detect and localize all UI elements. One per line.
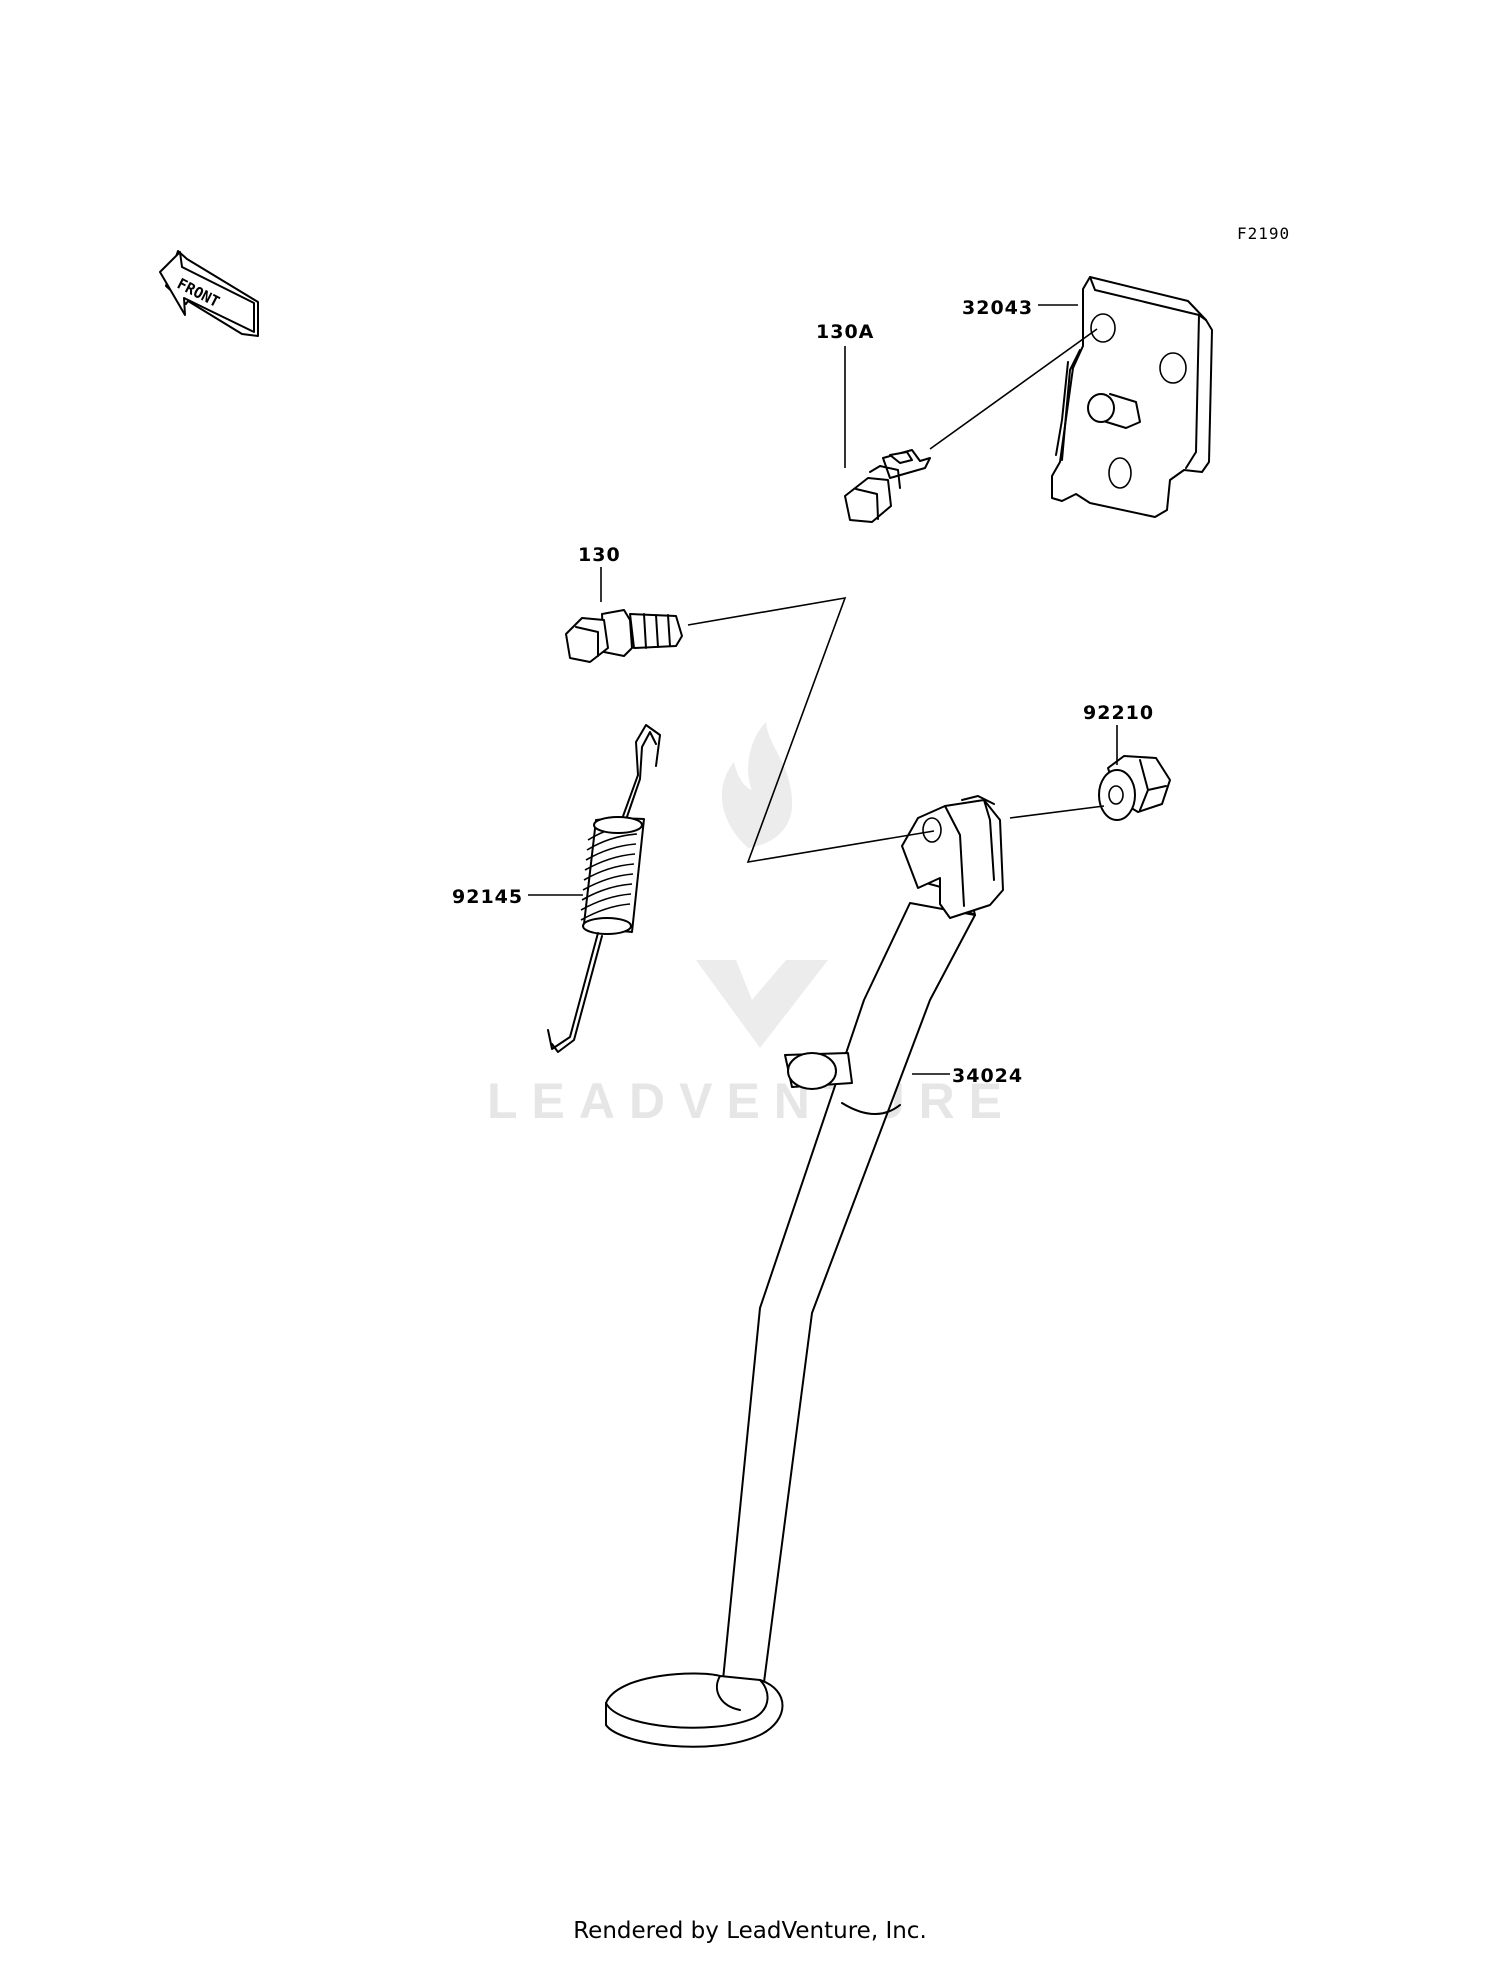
part-label-130a: 130A <box>816 321 874 343</box>
part-label-130: 130 <box>578 544 621 566</box>
spring-92145 <box>547 724 661 1053</box>
part-label-92145: 92145 <box>452 886 523 908</box>
front-arrow-icon: FRONT <box>159 250 259 337</box>
bracket-32043 <box>1051 276 1213 518</box>
figure-code: F2190 <box>1237 224 1290 243</box>
watermark-text: LEADVENTURE <box>487 1073 1016 1129</box>
nut-92210 <box>1098 755 1171 821</box>
footer-credit: Rendered by LeadVenture, Inc. <box>573 1918 927 1944</box>
part-label-34024: 34024 <box>952 1065 1023 1087</box>
side-stand-34024 <box>605 795 1004 1748</box>
bolt-130 <box>565 609 683 663</box>
bolt-130a <box>844 449 931 523</box>
leader-lines <box>528 304 1118 1075</box>
watermark-logo: LEADVENTURE <box>487 722 1016 1129</box>
part-label-92210: 92210 <box>1083 702 1154 724</box>
part-label-32043: 32043 <box>962 297 1033 319</box>
